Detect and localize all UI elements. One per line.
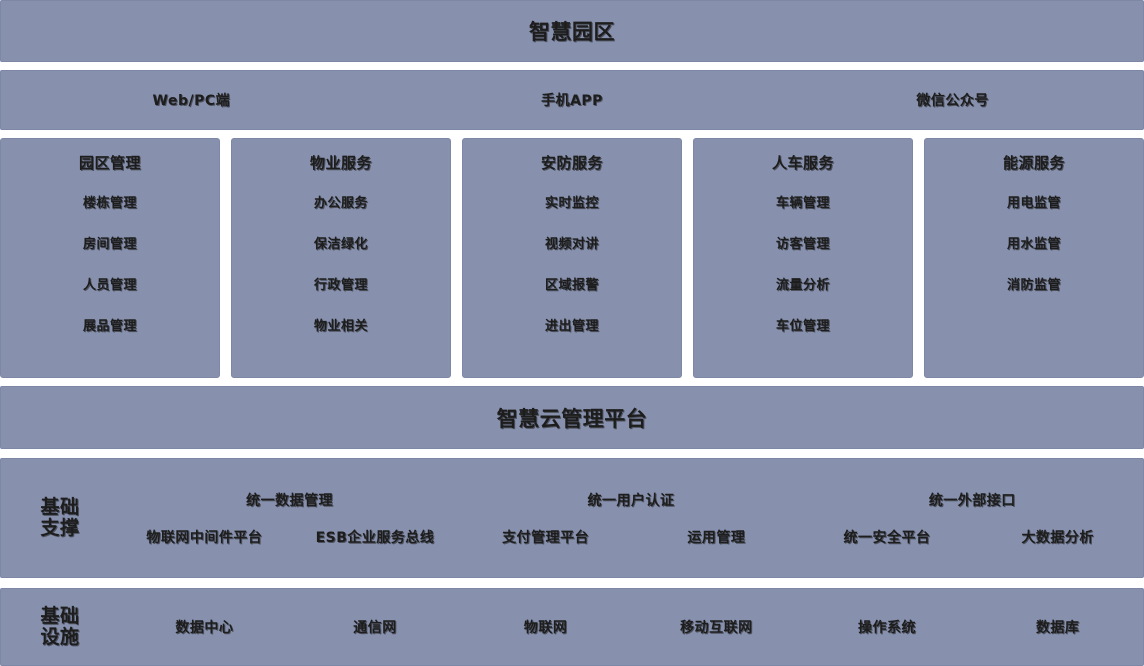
module-item[interactable]: 物业相关: [313, 319, 368, 334]
module-item[interactable]: 区域报警: [544, 278, 599, 293]
module-item[interactable]: 用电监管: [1006, 196, 1061, 211]
support-item-application-management[interactable]: 运用管理: [687, 529, 746, 546]
basic-support-content: 统一数据管理 统一用户认证 统一外部接口 物联网中间件平台 ESB企业服务总线 …: [119, 459, 1143, 577]
support-item-iot-middleware[interactable]: 物联网中间件平台: [146, 529, 263, 546]
module-item[interactable]: 用水监管: [1006, 237, 1061, 252]
support-item-unified-data-management[interactable]: 统一数据管理: [246, 492, 334, 509]
module-title: 物业服务: [309, 154, 372, 172]
module-column-security-service[interactable]: 安防服务 实时监控 视频对讲 区域报警 进出管理: [462, 138, 682, 378]
module-title: 安防服务: [540, 154, 603, 172]
infrastructure-label: 基础 设施: [1, 606, 119, 647]
module-title: 人车服务: [771, 154, 834, 172]
support-item-payment-platform[interactable]: 支付管理平台: [502, 529, 590, 546]
support-item-unified-external-interface[interactable]: 统一外部接口: [928, 492, 1016, 509]
infrastructure-label-line2: 设施: [40, 626, 80, 648]
basic-support-label: 基础 支撑: [1, 497, 119, 538]
infra-item-data-center[interactable]: 数据中心: [175, 620, 234, 636]
basic-support-band: 基础 支撑 统一数据管理 统一用户认证 统一外部接口 物联网中间件平台 ESB企…: [0, 458, 1144, 578]
module-column-property-service[interactable]: 物业服务 办公服务 保洁绿化 行政管理 物业相关: [231, 138, 451, 378]
basic-support-row-primary: 统一数据管理 统一用户认证 统一外部接口: [119, 490, 1143, 510]
infrastructure-content: 数据中心 通信网 物联网 移动互联网 操作系统 数据库: [119, 589, 1143, 665]
basic-support-label-line2: 支撑: [40, 517, 80, 539]
module-columns: 园区管理 楼栋管理 房间管理 人员管理 展品管理 物业服务 办公服务 保洁绿化 …: [0, 138, 1144, 378]
module-item[interactable]: 访客管理: [775, 237, 830, 252]
module-item[interactable]: 房间管理: [82, 237, 137, 252]
channel-mobile-app[interactable]: 手机APP: [541, 93, 603, 109]
module-item[interactable]: 展品管理: [82, 319, 137, 334]
support-item-big-data-analysis[interactable]: 大数据分析: [1021, 529, 1094, 546]
diagram-title-band: 智慧园区: [0, 0, 1144, 62]
infra-item-database[interactable]: 数据库: [1035, 620, 1080, 636]
module-item[interactable]: 办公服务: [313, 196, 368, 211]
module-item[interactable]: 消防监管: [1006, 278, 1061, 293]
module-column-energy-service[interactable]: 能源服务 用电监管 用水监管 消防监管: [924, 138, 1144, 378]
infra-item-operating-system[interactable]: 操作系统: [858, 620, 917, 636]
support-item-esb[interactable]: ESB企业服务总线: [315, 529, 435, 546]
infrastructure-label-line1: 基础: [40, 605, 80, 628]
module-item[interactable]: 进出管理: [544, 319, 599, 334]
basic-support-row-secondary: 物联网中间件平台 ESB企业服务总线 支付管理平台 运用管理 统一安全平台 大数…: [119, 527, 1143, 547]
diagram-title: 智慧园区: [529, 20, 615, 44]
module-item[interactable]: 视频对讲: [544, 237, 599, 252]
cloud-platform-band: 智慧云管理平台: [0, 386, 1144, 449]
module-item[interactable]: 车辆管理: [775, 196, 830, 211]
access-channel-band: Web/PC端 手机APP 微信公众号: [0, 70, 1144, 130]
module-title: 园区管理: [78, 154, 141, 172]
channel-web-pc[interactable]: Web/PC端: [152, 93, 231, 109]
module-item[interactable]: 实时监控: [544, 196, 599, 211]
module-item[interactable]: 楼栋管理: [82, 196, 137, 211]
access-channel-list: Web/PC端 手机APP 微信公众号: [1, 71, 1143, 129]
module-column-people-vehicle-service[interactable]: 人车服务 车辆管理 访客管理 流量分析 车位管理: [693, 138, 913, 378]
infrastructure-band: 基础 设施 数据中心 通信网 物联网 移动互联网 操作系统 数据库: [0, 588, 1144, 666]
module-title: 能源服务: [1002, 154, 1065, 172]
module-column-park-management[interactable]: 园区管理 楼栋管理 房间管理 人员管理 展品管理: [0, 138, 220, 378]
infra-item-iot[interactable]: 物联网: [523, 620, 568, 636]
infra-item-communication-network[interactable]: 通信网: [353, 620, 397, 636]
module-item[interactable]: 流量分析: [775, 278, 830, 293]
basic-support-label-line1: 基础: [40, 496, 80, 519]
module-item[interactable]: 车位管理: [775, 319, 830, 334]
support-item-unified-security-platform[interactable]: 统一安全平台: [843, 529, 931, 546]
channel-wechat-official[interactable]: 微信公众号: [916, 93, 989, 109]
module-item[interactable]: 保洁绿化: [313, 237, 368, 252]
module-item[interactable]: 行政管理: [313, 278, 368, 293]
support-item-unified-user-auth[interactable]: 统一用户认证: [587, 492, 675, 509]
module-item[interactable]: 人员管理: [82, 278, 137, 293]
infra-item-mobile-internet[interactable]: 移动互联网: [680, 620, 753, 636]
cloud-platform-title: 智慧云管理平台: [496, 406, 648, 431]
